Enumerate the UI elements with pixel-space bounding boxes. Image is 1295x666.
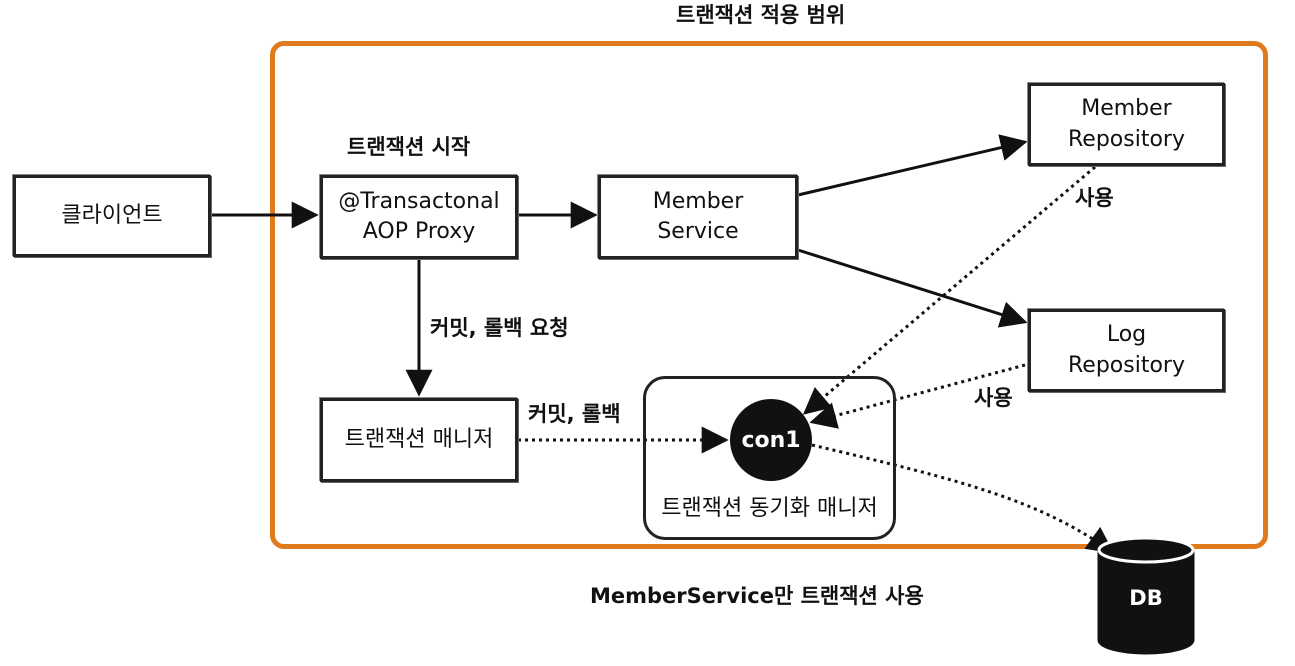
log-repository-label: Log Repository — [1068, 322, 1185, 378]
log-repository-box: Log Repository — [1028, 309, 1225, 392]
arrow-service-to-log-repo — [797, 248, 1028, 328]
tx-start-label: 트랜잭션 시작 — [347, 135, 471, 159]
footer-caption: MemberService만 트랜잭션 사용 — [590, 584, 924, 608]
member-repository-label: Member Repository — [1068, 96, 1185, 152]
aop-proxy-box: @Transactonal AOP Proxy — [320, 175, 518, 259]
commit-rollback-label: 커밋, 롤백 — [528, 402, 621, 426]
sync-manager-label: 트랜잭션 동기화 매니저 — [661, 496, 878, 521]
tx-manager-label: 트랜잭션 매니저 — [344, 426, 494, 452]
aop-proxy-label: @Transactonal AOP Proxy — [338, 188, 500, 244]
member-service-label: Member Service — [652, 188, 744, 244]
member-repository-box: Member Repository — [1028, 83, 1225, 166]
tx-manager-box: 트랜잭션 매니저 — [320, 398, 518, 482]
database-label: DB — [1129, 586, 1163, 610]
database-cylinder — [1097, 536, 1195, 655]
diagram-title: 트랜잭션 적용 범위 — [676, 3, 846, 27]
transaction-scope-boundary — [270, 41, 1268, 549]
member-service-box: Member Service — [598, 175, 798, 259]
connection-label: con1 — [741, 427, 801, 453]
arrow-service-to-member-repo — [797, 134, 1028, 197]
sync-manager-box — [643, 376, 896, 540]
client-label: 클라이언트 — [61, 202, 163, 228]
connection-circle: con1 — [730, 399, 812, 481]
commit-rollback-request-label: 커밋, 롤백 요청 — [430, 316, 569, 340]
client-box: 클라이언트 — [13, 175, 211, 257]
arrow-con-to-db — [811, 443, 1115, 554]
arrow-log-repo-to-con — [809, 363, 1026, 429]
use-member-repo-label: 사용 — [1075, 186, 1114, 210]
arrow-member-repo-to-con — [802, 165, 1096, 415]
use-log-repo-label: 사용 — [974, 386, 1013, 410]
